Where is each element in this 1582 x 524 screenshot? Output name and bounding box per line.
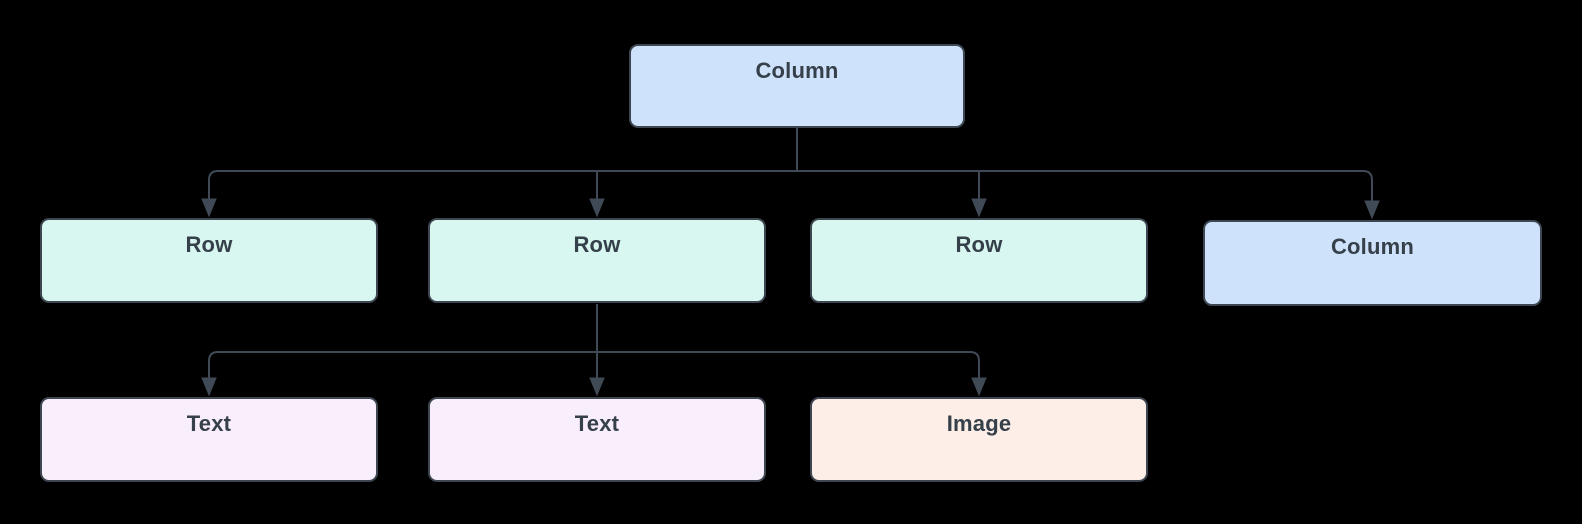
node-label: Row	[573, 232, 621, 257]
node-row-1: Row	[40, 218, 378, 303]
node-column-root: Column	[629, 44, 965, 128]
arrowhead-row-1	[201, 198, 217, 218]
node-label: Image	[946, 411, 1012, 436]
node-label: Column	[755, 58, 839, 83]
arrowhead-image-1	[971, 377, 987, 397]
node-label: Text	[186, 411, 232, 436]
arrowhead-text-2	[589, 377, 605, 397]
node-text-1: Text	[40, 397, 378, 482]
node-text-2: Text	[428, 397, 766, 482]
node-row-2: Row	[428, 218, 766, 303]
arrowhead-row-3	[971, 198, 987, 218]
edge-group-row2-children	[201, 304, 987, 397]
arrowhead-row-2	[589, 198, 605, 218]
node-label: Column	[1330, 234, 1415, 259]
node-label: Row	[955, 232, 1003, 257]
edge-bus-root	[208, 170, 1373, 202]
node-row-3: Row	[810, 218, 1148, 303]
arrowhead-text-1	[201, 377, 217, 397]
node-column-2: Column	[1203, 220, 1542, 306]
node-label: Text	[574, 411, 620, 436]
edge-bus-row-2	[208, 351, 980, 379]
node-label: Row	[185, 232, 233, 257]
arrowhead-column-2	[1364, 200, 1380, 220]
node-image-1: Image	[810, 397, 1148, 482]
edge-group-root-children	[201, 128, 1380, 220]
